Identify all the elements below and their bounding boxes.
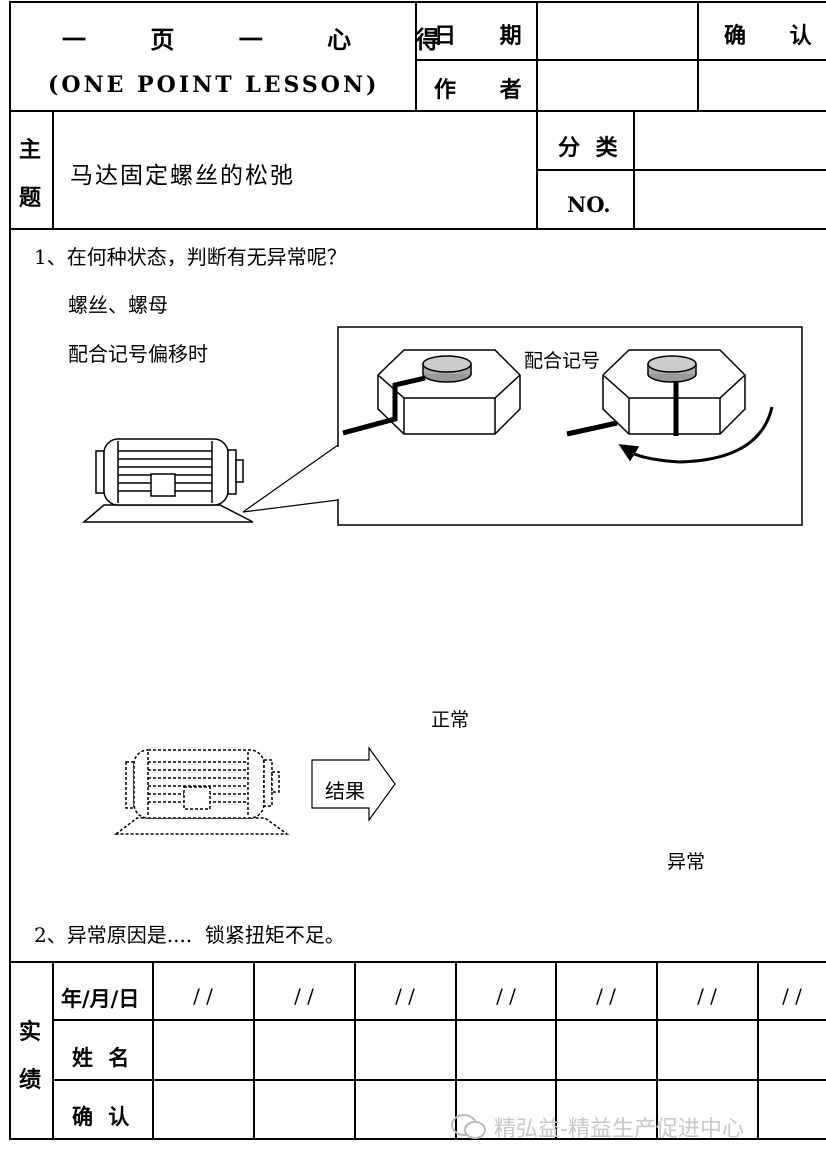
author-label: 作 者 <box>434 77 540 103</box>
date-cell[interactable]: / / <box>496 984 516 1008</box>
confirm-label: 确 认 <box>724 23 826 49</box>
subject-label-2: 题 <box>19 185 42 211</box>
record-label-2: 绩 <box>19 1067 42 1093</box>
wechat-icon <box>451 1114 486 1139</box>
record-vline-2 <box>253 961 255 1139</box>
header-vline-3 <box>697 1 699 112</box>
record-hline-1 <box>52 1019 826 1021</box>
screw-nut-text: 螺丝、螺母 <box>68 293 168 317</box>
date-cell[interactable]: / / <box>596 984 616 1008</box>
subject-bottom <box>9 228 826 230</box>
header-vline-2 <box>536 1 538 230</box>
no-label: NO. <box>567 192 611 217</box>
record-vline-1 <box>152 961 154 1139</box>
subject-text: 马达固定螺丝的松弛 <box>70 163 295 189</box>
abnormal-label: 异常 <box>667 851 706 873</box>
record-vline-6 <box>656 961 658 1139</box>
nut-aligned-icon <box>342 349 521 436</box>
date-cell[interactable]: / / <box>782 984 802 1008</box>
mark-offset-text: 配合记号偏移时 <box>68 342 208 366</box>
nut-offset-icon <box>566 349 774 464</box>
record-top <box>9 961 826 963</box>
date-label: 日 期 <box>434 23 540 49</box>
header-vline-1 <box>415 1 417 112</box>
record-hline-2 <box>52 1079 826 1081</box>
row-date-label: 年/月/日 <box>61 986 140 1011</box>
row-name-label: 姓 名 <box>72 1045 134 1070</box>
motor-dashed-icon <box>113 749 290 835</box>
callout-label: 配合记号 <box>524 350 601 372</box>
category-label: 分 类 <box>558 135 622 161</box>
record-vline-7 <box>757 961 759 1139</box>
row-confirm-label: 确 认 <box>72 1104 134 1129</box>
record-label-1: 实 <box>19 1019 42 1045</box>
frame-left <box>9 1 11 1140</box>
record-vline-5 <box>555 961 557 1139</box>
date-cell[interactable]: / / <box>697 984 717 1008</box>
subject-label-1: 主 <box>19 137 42 163</box>
date-cell[interactable]: / / <box>193 984 213 1008</box>
motor-icon <box>81 438 254 523</box>
result-label: 结果 <box>325 779 365 803</box>
question-2: 2、异常原因是.... 锁紧扭矩不足。 <box>34 923 345 947</box>
question-1: 1、在何种状态，判断有无异常呢？ <box>34 245 347 269</box>
watermark-text: 精弘益-精益生产促进中心 <box>494 1117 744 1142</box>
normal-label: 正常 <box>431 709 470 731</box>
subject-hline <box>536 169 826 171</box>
frame-bottom <box>9 1138 826 1140</box>
frame-top <box>9 1 826 3</box>
header-hline-mid <box>415 59 826 61</box>
subject-vline-1 <box>52 110 54 230</box>
header-divider <box>9 110 826 112</box>
record-vline-3 <box>354 961 356 1139</box>
date-cell[interactable]: / / <box>395 984 415 1008</box>
result-arrow <box>311 746 396 822</box>
date-cell[interactable]: / / <box>294 984 314 1008</box>
record-vline-0 <box>52 961 54 1139</box>
record-vline-4 <box>455 961 457 1139</box>
lesson-title-en: (ONE POINT LESSON) <box>48 72 380 98</box>
lesson-title-cn: 一 页 一 心 得 <box>62 25 468 54</box>
